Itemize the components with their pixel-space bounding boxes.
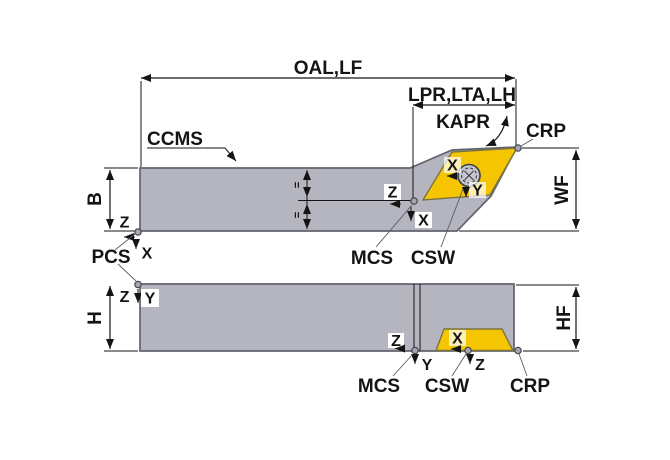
crp-top-point	[514, 144, 522, 152]
crp-top-label: CRP	[526, 121, 566, 142]
mcs-front-point	[411, 346, 419, 355]
pcs-label: PCS	[91, 247, 130, 268]
pcs-top-z-axis: Z	[120, 215, 130, 232]
crp-front-label: CRP	[510, 376, 550, 397]
mcs-top-z-axis: Z	[388, 185, 398, 202]
csw-front-z-axis: Z	[475, 357, 485, 374]
pcs-front-y-axis: Y	[145, 291, 156, 308]
mcs-top-x-axis: X	[418, 213, 429, 230]
pcs-front-marker: Z Y	[116, 280, 159, 308]
mcs-front-z-axis: Z	[391, 333, 401, 350]
wf-label: WF	[552, 175, 573, 205]
csw-front-label: CSW	[425, 376, 469, 397]
csw-top-marker: X Y CSW	[411, 157, 486, 269]
equal-mark-lower: =	[290, 212, 302, 218]
csw-top-y-axis: Y	[472, 183, 483, 200]
pcs-marker: Z X PCS	[91, 214, 155, 282]
ccms-leader	[147, 147, 237, 162]
csw-front-marker: X Z CSW	[425, 330, 485, 397]
kapr-label: KAPR	[436, 112, 490, 133]
mcs-front-marker: Z Y MCS	[358, 333, 433, 397]
mcs-top-point	[410, 197, 418, 205]
mcs-front-leader	[392, 353, 414, 377]
pcs-leader-front	[117, 263, 137, 282]
csw-front-x-axis: X	[452, 331, 463, 348]
mcs-top-marker: Z X MCS	[351, 184, 432, 269]
csw-front-point	[464, 346, 472, 355]
hf-label: HF	[554, 305, 575, 330]
csw-front-leader	[451, 353, 467, 377]
pcs-top-x-axis: X	[142, 246, 153, 263]
lpr-label: LPR,LTA,LH	[408, 85, 516, 106]
b-label: B	[85, 192, 106, 206]
mcs-front-y-axis: Y	[422, 357, 433, 374]
mcs-front-label: MCS	[358, 376, 400, 397]
pcs-front-z-axis: Z	[120, 289, 130, 306]
kapr-angle-arc	[485, 115, 509, 147]
crp-front-leader	[518, 353, 528, 377]
pcs-front-point	[134, 280, 142, 289]
insert-front	[434, 328, 515, 352]
oal-label: OAL,LF	[294, 58, 363, 79]
csw-top-leader	[440, 188, 464, 248]
equal-mark-upper: =	[290, 182, 302, 188]
pcs-top-point	[134, 228, 142, 236]
mcs-top-label: MCS	[351, 248, 393, 269]
crp-front-marker: CRP	[510, 346, 550, 397]
mcs-top-leader	[375, 204, 413, 248]
crp-front-point	[514, 346, 522, 355]
csw-top-label: CSW	[411, 248, 455, 269]
ccms-label: CCMS	[147, 129, 203, 150]
crp-top-leader	[520, 138, 534, 147]
csw-top-x-axis: X	[447, 158, 458, 175]
h-label: H	[85, 311, 106, 325]
top-view: OAL,LF LPR,LTA,LH KAPR CRP WF B = =	[85, 58, 580, 282]
pcs-leader-top	[114, 233, 136, 251]
front-view: H HF Z Y Z Y MCS X	[85, 280, 580, 397]
